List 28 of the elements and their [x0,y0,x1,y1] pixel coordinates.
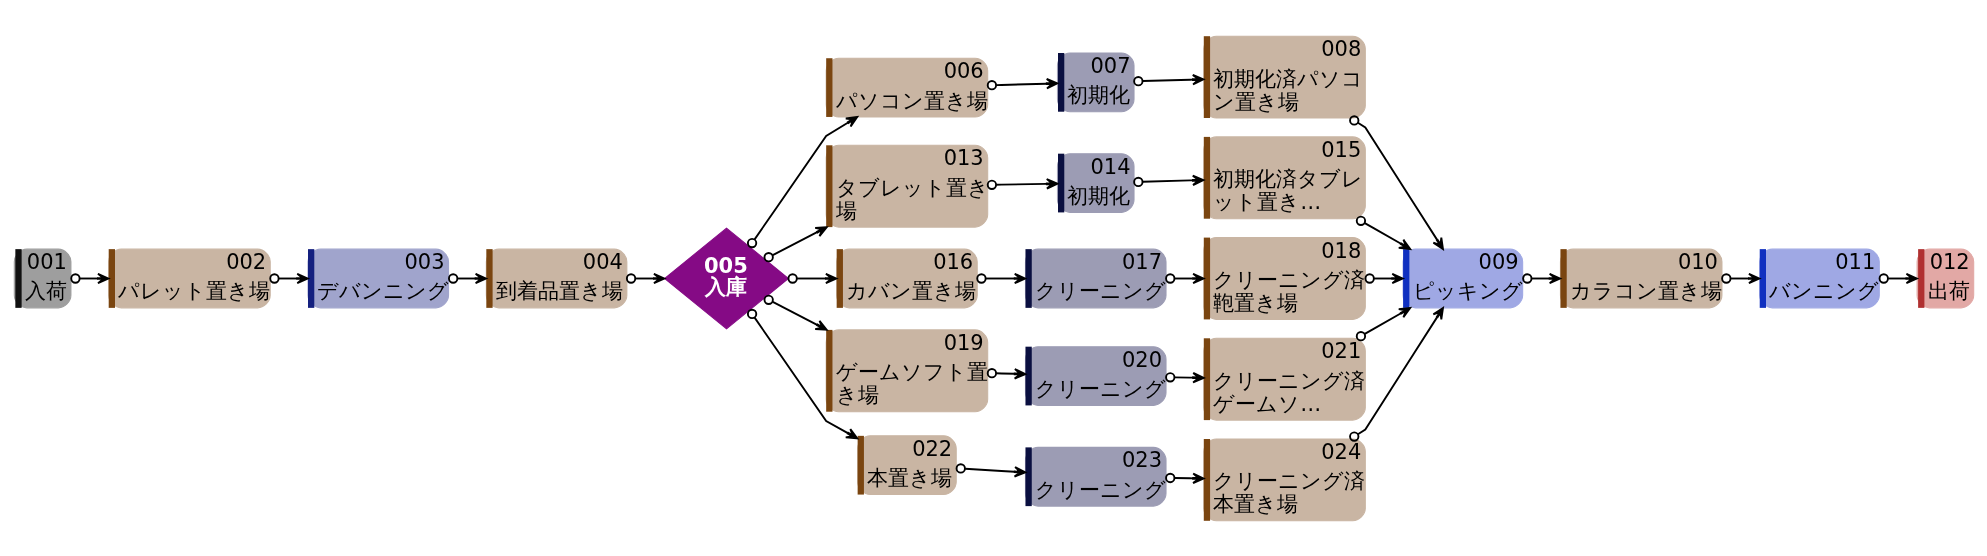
arrow [1878,272,1918,284]
arrow [763,225,828,262]
arrow [1364,272,1404,284]
arrow [1521,272,1561,284]
arrow [447,272,487,284]
arrow [986,177,1058,190]
arrow [787,272,837,284]
arrow [1355,215,1411,250]
arrow [1164,272,1205,284]
arrow [1348,114,1444,250]
arrow [268,272,309,284]
arrow [1164,371,1205,383]
arrow [69,272,109,284]
arrow [986,367,1026,379]
arrow [1355,306,1411,341]
arrow [1132,73,1204,86]
arrow [746,115,858,248]
arrow [625,272,665,284]
arrow [1132,174,1204,187]
arrow [1164,472,1205,484]
node-diamond: 005 入庫 [663,226,789,330]
arrow [975,272,1026,284]
arrow [1720,272,1760,284]
arrow [986,77,1058,90]
arrow [955,462,1026,477]
arrow [1348,306,1444,442]
arrow [763,294,828,331]
arrow [746,308,858,439]
